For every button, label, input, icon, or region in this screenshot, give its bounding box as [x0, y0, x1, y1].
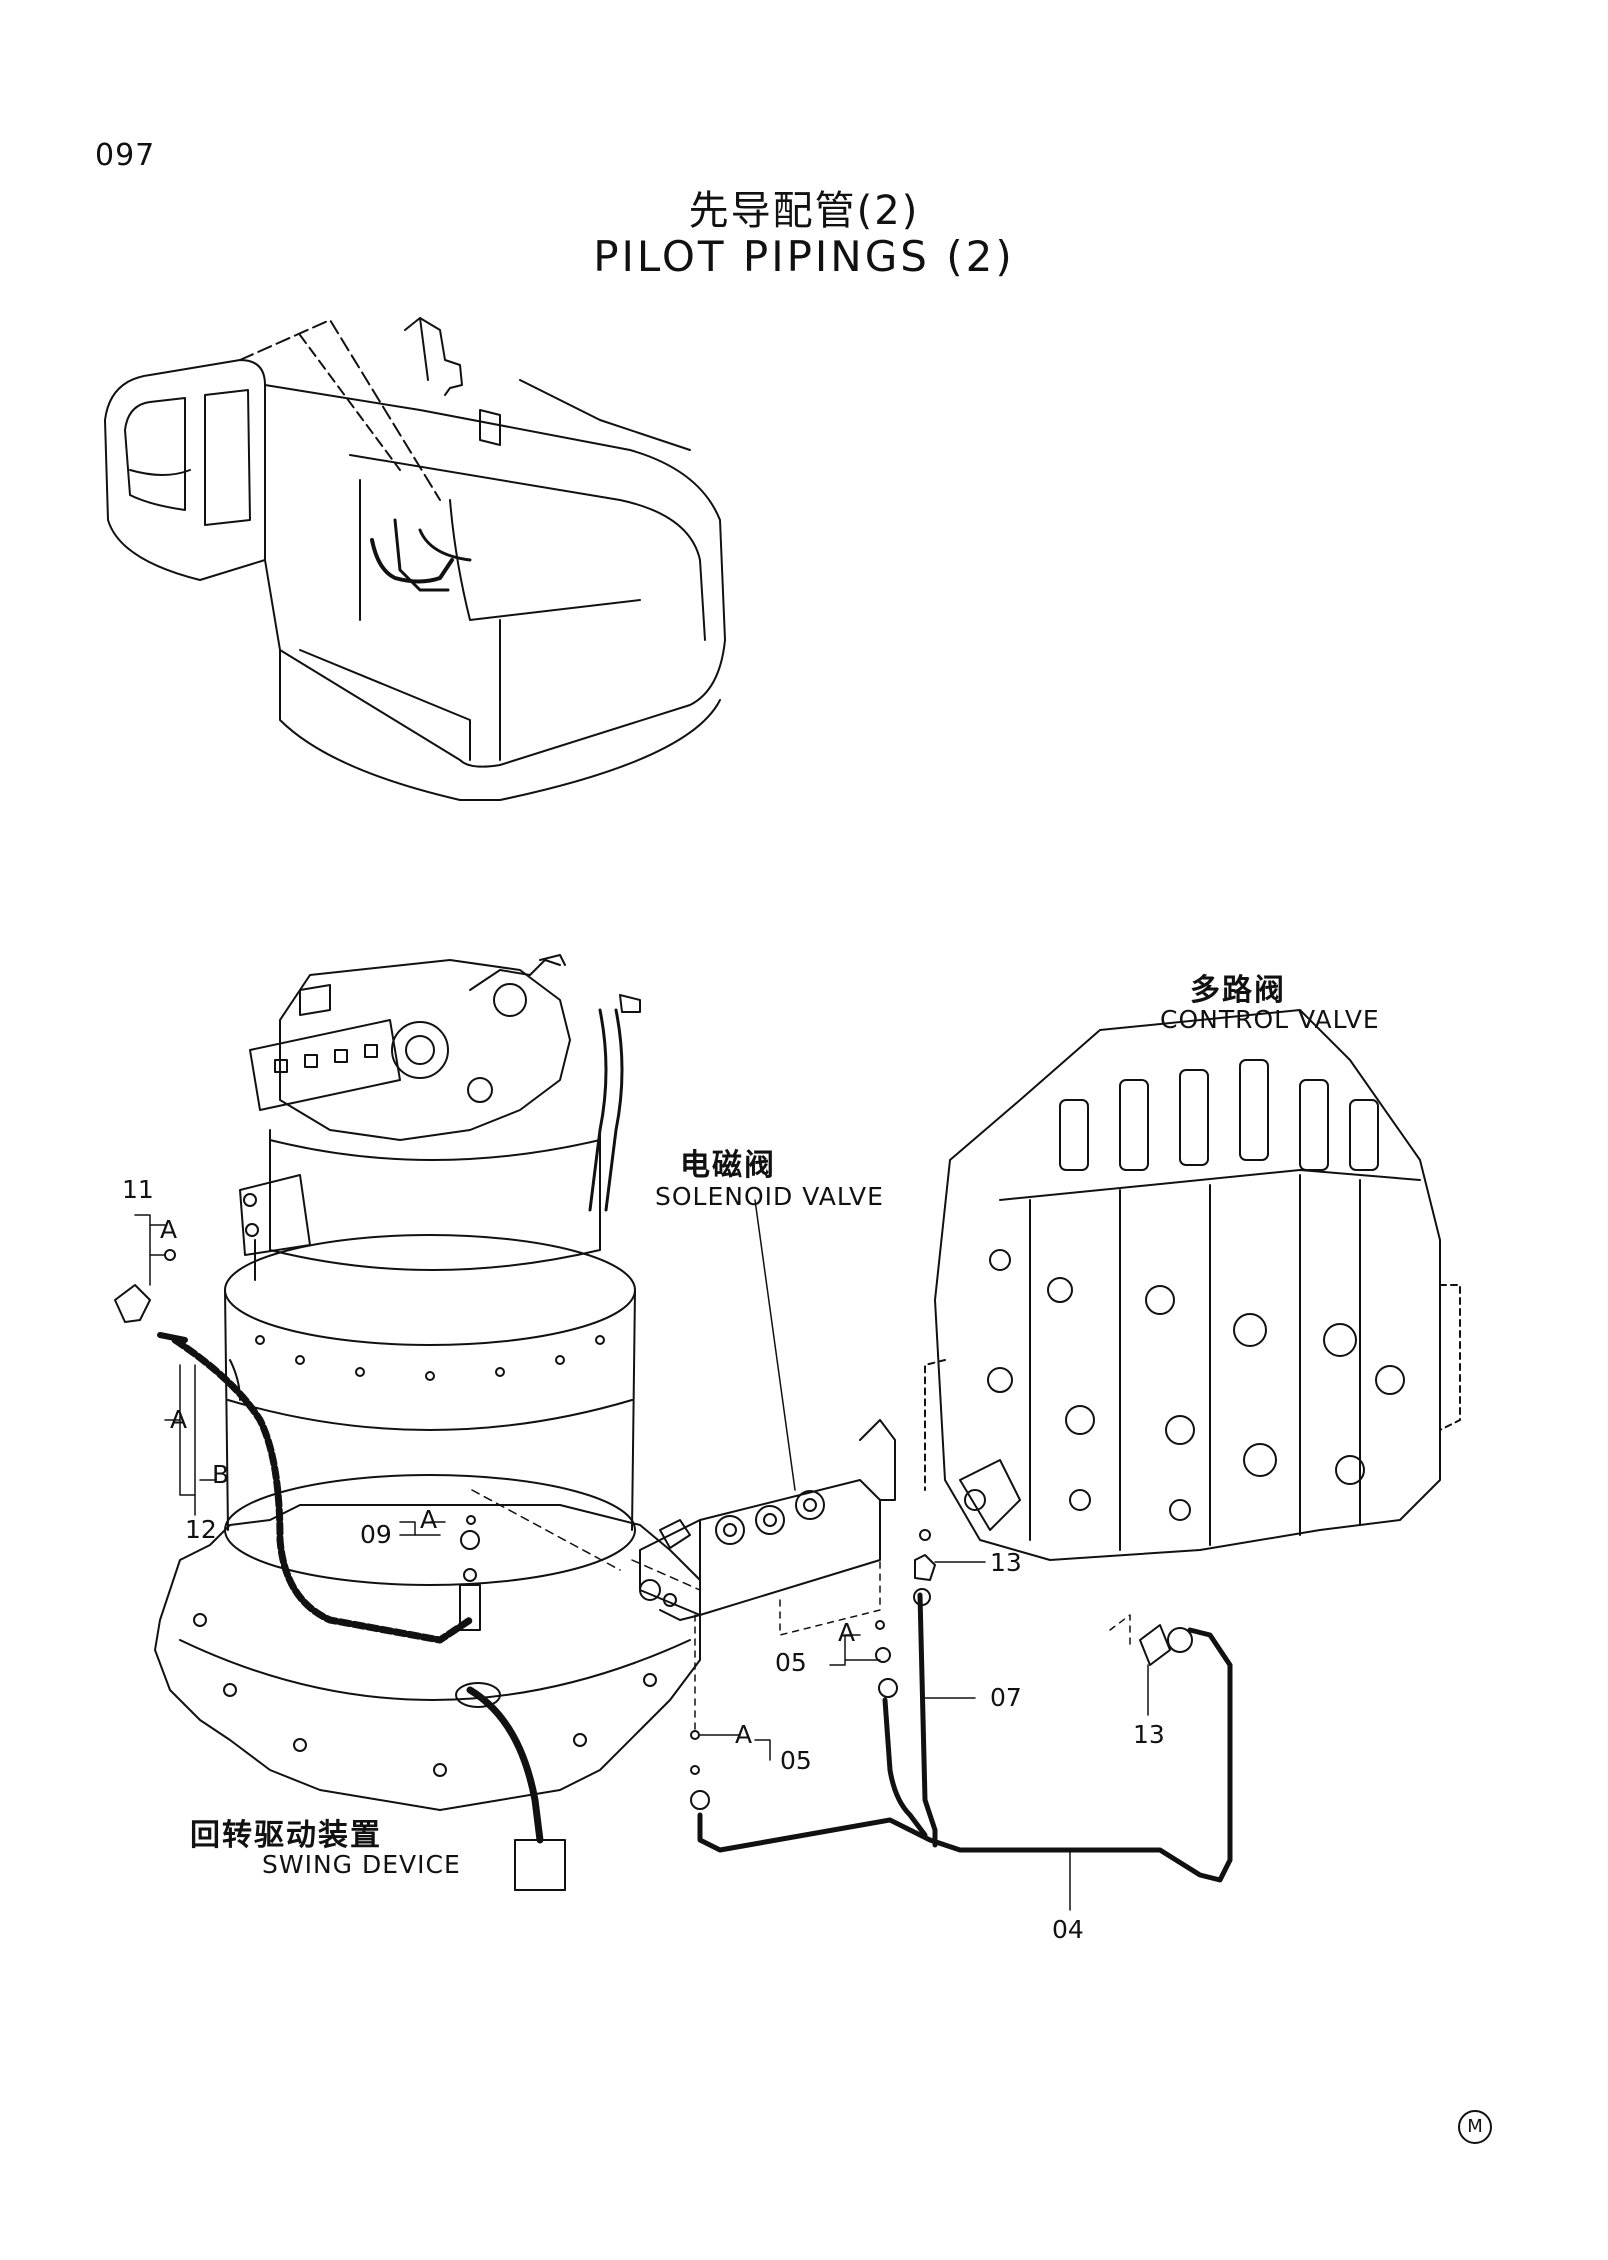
detail-letter-a: A: [160, 1215, 178, 1244]
page-title-chinese: 先导配管(2): [688, 188, 920, 234]
detail-letter-b: B: [212, 1460, 230, 1489]
swing-device-label-en: SWING DEVICE: [262, 1850, 461, 1879]
page-title-english: PILOT PIPINGS (2): [593, 232, 1015, 281]
page-number: 097: [95, 138, 156, 173]
part-number-04: 04: [1052, 1915, 1084, 1944]
control-valve-label-cn: 多路阀: [1190, 973, 1286, 1008]
part-number-07: 07: [990, 1683, 1022, 1712]
control-valve-drawing: [924, 1009, 1461, 1561]
footer-mark: M: [1458, 2110, 1492, 2144]
detail-letter-a: A: [735, 1720, 753, 1749]
part-number-09: 09: [360, 1520, 392, 1549]
part-number-13-upper: 13: [990, 1548, 1022, 1577]
control-valve-label-en: CONTROL VALVE: [1160, 1005, 1380, 1034]
part-number-05-upper: 05: [775, 1648, 807, 1677]
pilot-pipes: [466, 1515, 1233, 1883]
part-number-05-lower: 05: [780, 1746, 812, 1775]
solenoid-valve-label-cn: 电磁阀: [680, 1148, 776, 1183]
detail-letter-a: A: [838, 1618, 856, 1647]
solenoid-valve-drawing: [639, 1199, 896, 1621]
detail-letter-a: A: [420, 1505, 438, 1534]
part-number-11: 11: [122, 1175, 154, 1204]
part-number-12: 12: [185, 1515, 217, 1544]
swing-device-label-cn: 回转驱动装置: [190, 1818, 382, 1853]
part-number-13-lower: 13: [1133, 1720, 1165, 1749]
excavator-overview: [104, 317, 726, 801]
callout-leaders: [134, 1214, 1149, 1911]
swing-device-drawing: [114, 954, 701, 1891]
solenoid-valve-label-en: SOLENOID VALVE: [655, 1182, 884, 1211]
detail-letter-a: A: [170, 1405, 188, 1434]
